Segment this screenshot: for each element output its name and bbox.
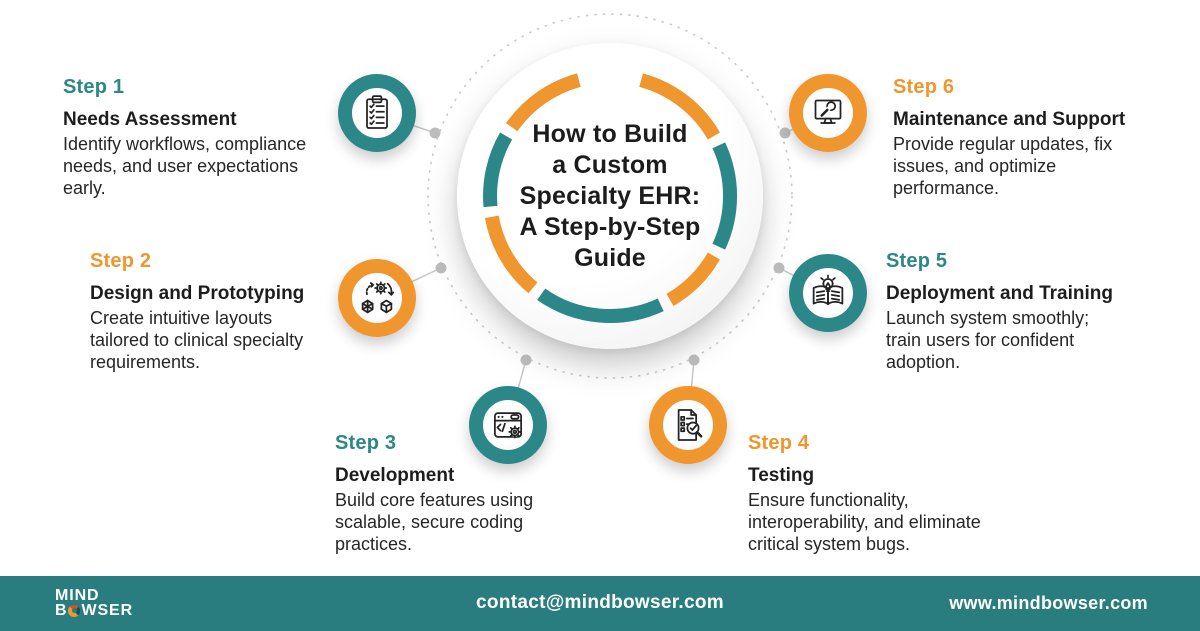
step-6-icon-badge [789,74,867,152]
page-title: How to Build a Custom Specialty EHR: A S… [519,119,700,274]
logo-text: B [55,602,68,619]
logo-line-1: MIND [55,587,133,604]
title-line: a Custom [552,150,668,179]
step-description: Create intuitive layouts tailored to cli… [90,308,304,372]
step-label: Step 1 [63,76,125,98]
step-label: Step 3 [335,432,397,454]
document-magnifier-icon [677,409,703,441]
website-url: www.mindbowser.com [949,593,1148,613]
contact-email: contact@mindbowser.com [476,592,724,613]
step-label: Step 4 [748,432,810,454]
step-label: Step 2 [90,250,152,272]
step-label: Step 5 [886,250,948,272]
dashed-orbit-circle [427,13,793,379]
step-label: Step 6 [893,76,955,98]
title-line: Specialty EHR: [519,181,701,210]
step-4-icon-badge [649,386,727,464]
title-line: How to Build [532,119,688,148]
step-description: Ensure functionality, interoperability, … [748,490,981,554]
monitor-wrench-icon [814,99,842,124]
footer-bar: MIND B WSER contact@mindbowser.com www.mi… [0,576,1200,631]
step-title: Maintenance and Support [893,109,1126,130]
step-3-block: Step 3 Development Build core features u… [335,432,570,555]
center-circle: How to Build a Custom Specialty EHR: A S… [457,43,763,349]
logo-line-2: B WSER [55,602,134,619]
step-description: Identify workflows, compliance needs, an… [63,134,307,198]
step-description: Build core features using scalable, secu… [335,490,534,554]
step-title: Development [335,465,455,486]
logo-text: MIND [55,587,100,604]
book-lightbulb-icon [812,274,844,306]
step-5-block: Step 5 Deployment and Training Launch sy… [886,250,1118,373]
mindbowser-logo: MIND B WSER [55,587,134,619]
step-5-icon-badge [789,254,867,332]
step-title: Design and Prototyping [90,283,305,304]
gear-prototype-icon [361,281,395,314]
orbit-dots [429,127,791,366]
title-line: Guide [574,243,646,272]
step-description: Launch system smoothly; train users for … [886,308,1090,372]
logo-swirl-icon [68,604,81,617]
step-1-icon-badge [338,74,416,152]
step-title: Deployment and Training [886,283,1113,304]
segmented-ring [483,73,738,324]
step-1-block: Step 1 Needs Assessment Identify workflo… [63,76,345,199]
step-title: Testing [748,465,815,486]
step-description: Provide regular updates, fix issues, and… [893,134,1113,198]
step-2-icon-badge [338,259,416,337]
step-2-block: Step 2 Design and Prototyping Create int… [90,250,340,373]
logo-text: WSER [81,602,134,619]
title-line: A Step-by-Step [519,212,701,241]
step-title: Needs Assessment [63,109,237,130]
step-6-block: Step 6 Maintenance and Support Provide r… [893,76,1145,199]
code-window-icon [494,412,522,439]
step-4-block: Step 4 Testing Ensure functionality, int… [748,432,1020,555]
clipboard-checklist-icon [366,95,388,129]
